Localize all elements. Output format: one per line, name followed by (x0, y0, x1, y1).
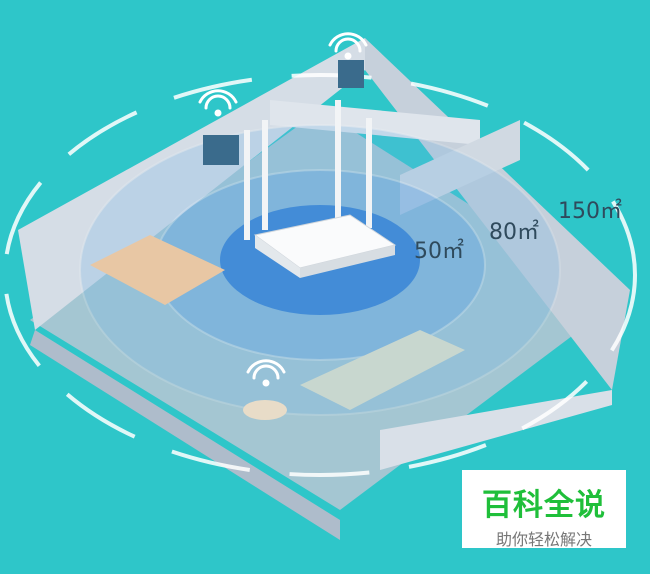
bed (90, 235, 225, 305)
router-front (255, 235, 300, 278)
router-antenna (262, 120, 268, 230)
sofa (300, 330, 465, 410)
coverage-ring-150 (3, 73, 637, 477)
coverage-label-80: 80㎡ (489, 220, 539, 245)
router-antenna (244, 130, 250, 240)
wifi-icon (198, 32, 368, 387)
coverage-label-50: 50㎡ (414, 239, 464, 264)
watermark: 百科全说 助你轻松解决 (462, 470, 626, 549)
router-front (300, 245, 395, 278)
watermark-title: 百科全说 (482, 488, 606, 523)
router-antenna (335, 100, 341, 220)
watermark-subtitle: 助你轻松解决 (495, 530, 592, 549)
inner-wall (400, 120, 520, 215)
front-wall-left (30, 330, 340, 540)
coverage-label-150: 150㎡ (558, 199, 622, 224)
tv (338, 60, 364, 88)
table (243, 400, 287, 420)
inner-wall (270, 100, 480, 145)
router-antenna (366, 118, 372, 228)
tv (203, 135, 239, 165)
